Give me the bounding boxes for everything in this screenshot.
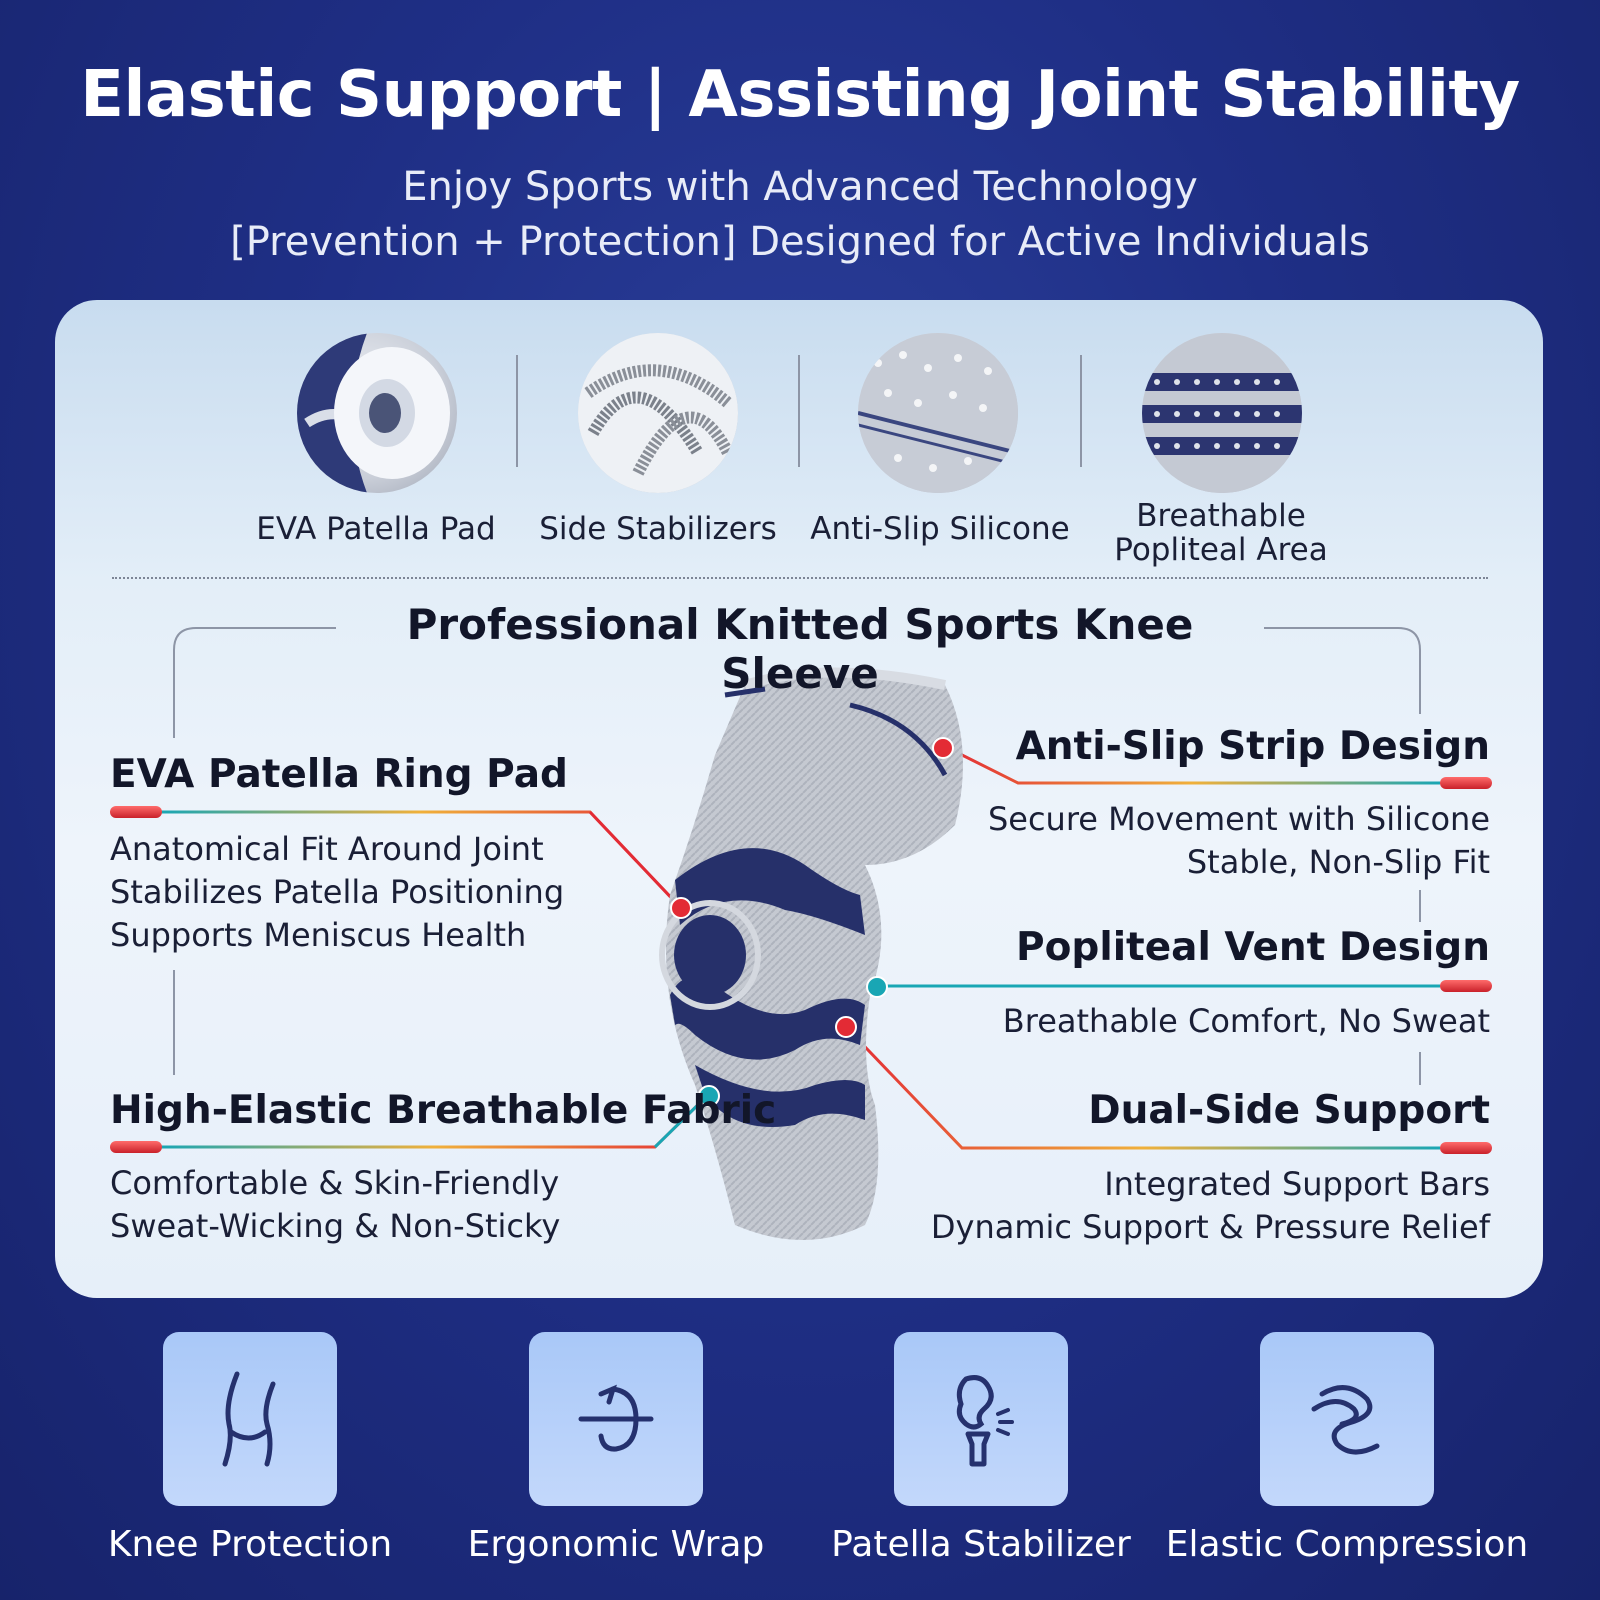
section-title: Professional Knitted Sports Knee Sleeve <box>406 600 1194 698</box>
feature-label: Side Stabilizers <box>539 511 777 547</box>
patella-stabilizer-tile <box>894 1332 1068 1506</box>
callout-heading-eva-pad: EVA Patella Ring Pad <box>110 752 568 797</box>
knee-protection-tile <box>163 1332 337 1506</box>
description-line: Comfortable & Skin-Friendly <box>110 1164 560 1202</box>
feature-divider <box>516 355 518 467</box>
feature-label: Breathable Popliteal Area <box>1081 499 1361 567</box>
accent-pill <box>110 806 162 818</box>
description-line: Sweat-Wicking & Non-Sticky <box>110 1207 561 1245</box>
feature-label: Anti-Slip Silicone <box>810 511 1070 547</box>
description-line: Secure Movement with Silicone <box>987 800 1490 838</box>
accent-pill <box>110 1141 162 1153</box>
accent-pill <box>1440 980 1492 992</box>
ergonomic-wrap-tile <box>529 1332 703 1506</box>
marker-anti-slip <box>932 737 954 759</box>
subtitle-line-1: Enjoy Sports with Advanced Technology <box>402 164 1198 210</box>
callout-description-fabric: Comfortable & Skin-Friendly Sweat-Wickin… <box>110 1162 560 1248</box>
callout-description-dual-side: Integrated Support Bars Dynamic Support … <box>890 1163 1490 1249</box>
side-stabilizers-image <box>578 333 738 493</box>
popliteal-area-image <box>1142 333 1302 493</box>
description-line: Supports Meniscus Health <box>110 916 527 954</box>
description-line: Integrated Support Bars <box>1104 1165 1490 1203</box>
description-line: Stable, Non-Slip Fit <box>1186 843 1490 881</box>
subtitle-line-2: [Prevention + Protection] Designed for A… <box>230 219 1370 265</box>
elastic-compression-tile <box>1260 1332 1434 1506</box>
accent-pill <box>1440 777 1492 789</box>
marker-popliteal <box>866 976 888 998</box>
callout-heading-anti-slip: Anti-Slip Strip Design <box>1015 724 1490 769</box>
callout-description-eva-pad: Anatomical Fit Around Joint Stabilizes P… <box>110 828 564 957</box>
description-line: Dynamic Support & Pressure Relief <box>930 1208 1490 1246</box>
page-title: Elastic Support | Assisting Joint Stabil… <box>80 58 1520 132</box>
callout-heading-dual-side: Dual-Side Support <box>1088 1088 1490 1133</box>
marker-eva-pad <box>670 897 692 919</box>
anti-slip-silicone-image <box>858 333 1018 493</box>
feature-divider <box>798 355 800 467</box>
eva-patella-pad-image <box>297 333 457 493</box>
marker-fabric <box>698 1085 720 1107</box>
feature-label: EVA Patella Pad <box>256 511 496 547</box>
knee-icon <box>222 1371 276 1467</box>
wrap-icon <box>578 1384 654 1452</box>
callout-description-anti-slip: Secure Movement with Silicone Stable, No… <box>890 798 1490 884</box>
callout-heading-fabric: High-Elastic Breathable Fabric <box>110 1088 777 1133</box>
callout-heading-popliteal: Popliteal Vent Design <box>1016 925 1490 970</box>
benefit-label: Ergonomic Wrap <box>467 1524 765 1565</box>
callout-description-popliteal: Breathable Comfort, No Sweat <box>890 1000 1490 1043</box>
feature-divider <box>1080 355 1082 467</box>
description-line: Breathable Comfort, No Sweat <box>1002 1002 1490 1040</box>
benefit-label: Elastic Compression <box>1165 1524 1529 1565</box>
knee-sleeve-image <box>659 667 963 1240</box>
description-line: Anatomical Fit Around Joint <box>110 830 544 868</box>
benefit-label: Patella Stabilizer <box>831 1524 1131 1565</box>
benefit-label: Knee Protection <box>107 1524 393 1565</box>
description-line: Stabilizes Patella Positioning <box>110 873 565 911</box>
dotted-divider <box>112 577 1488 579</box>
feature-label-line: Popliteal Area <box>1114 532 1328 568</box>
accent-pill <box>1440 1142 1492 1154</box>
compression-icon <box>1311 1385 1380 1455</box>
patella-bone-icon <box>956 1375 1014 1467</box>
feature-label-line: Breathable <box>1136 498 1306 534</box>
marker-dual-side <box>835 1016 857 1038</box>
